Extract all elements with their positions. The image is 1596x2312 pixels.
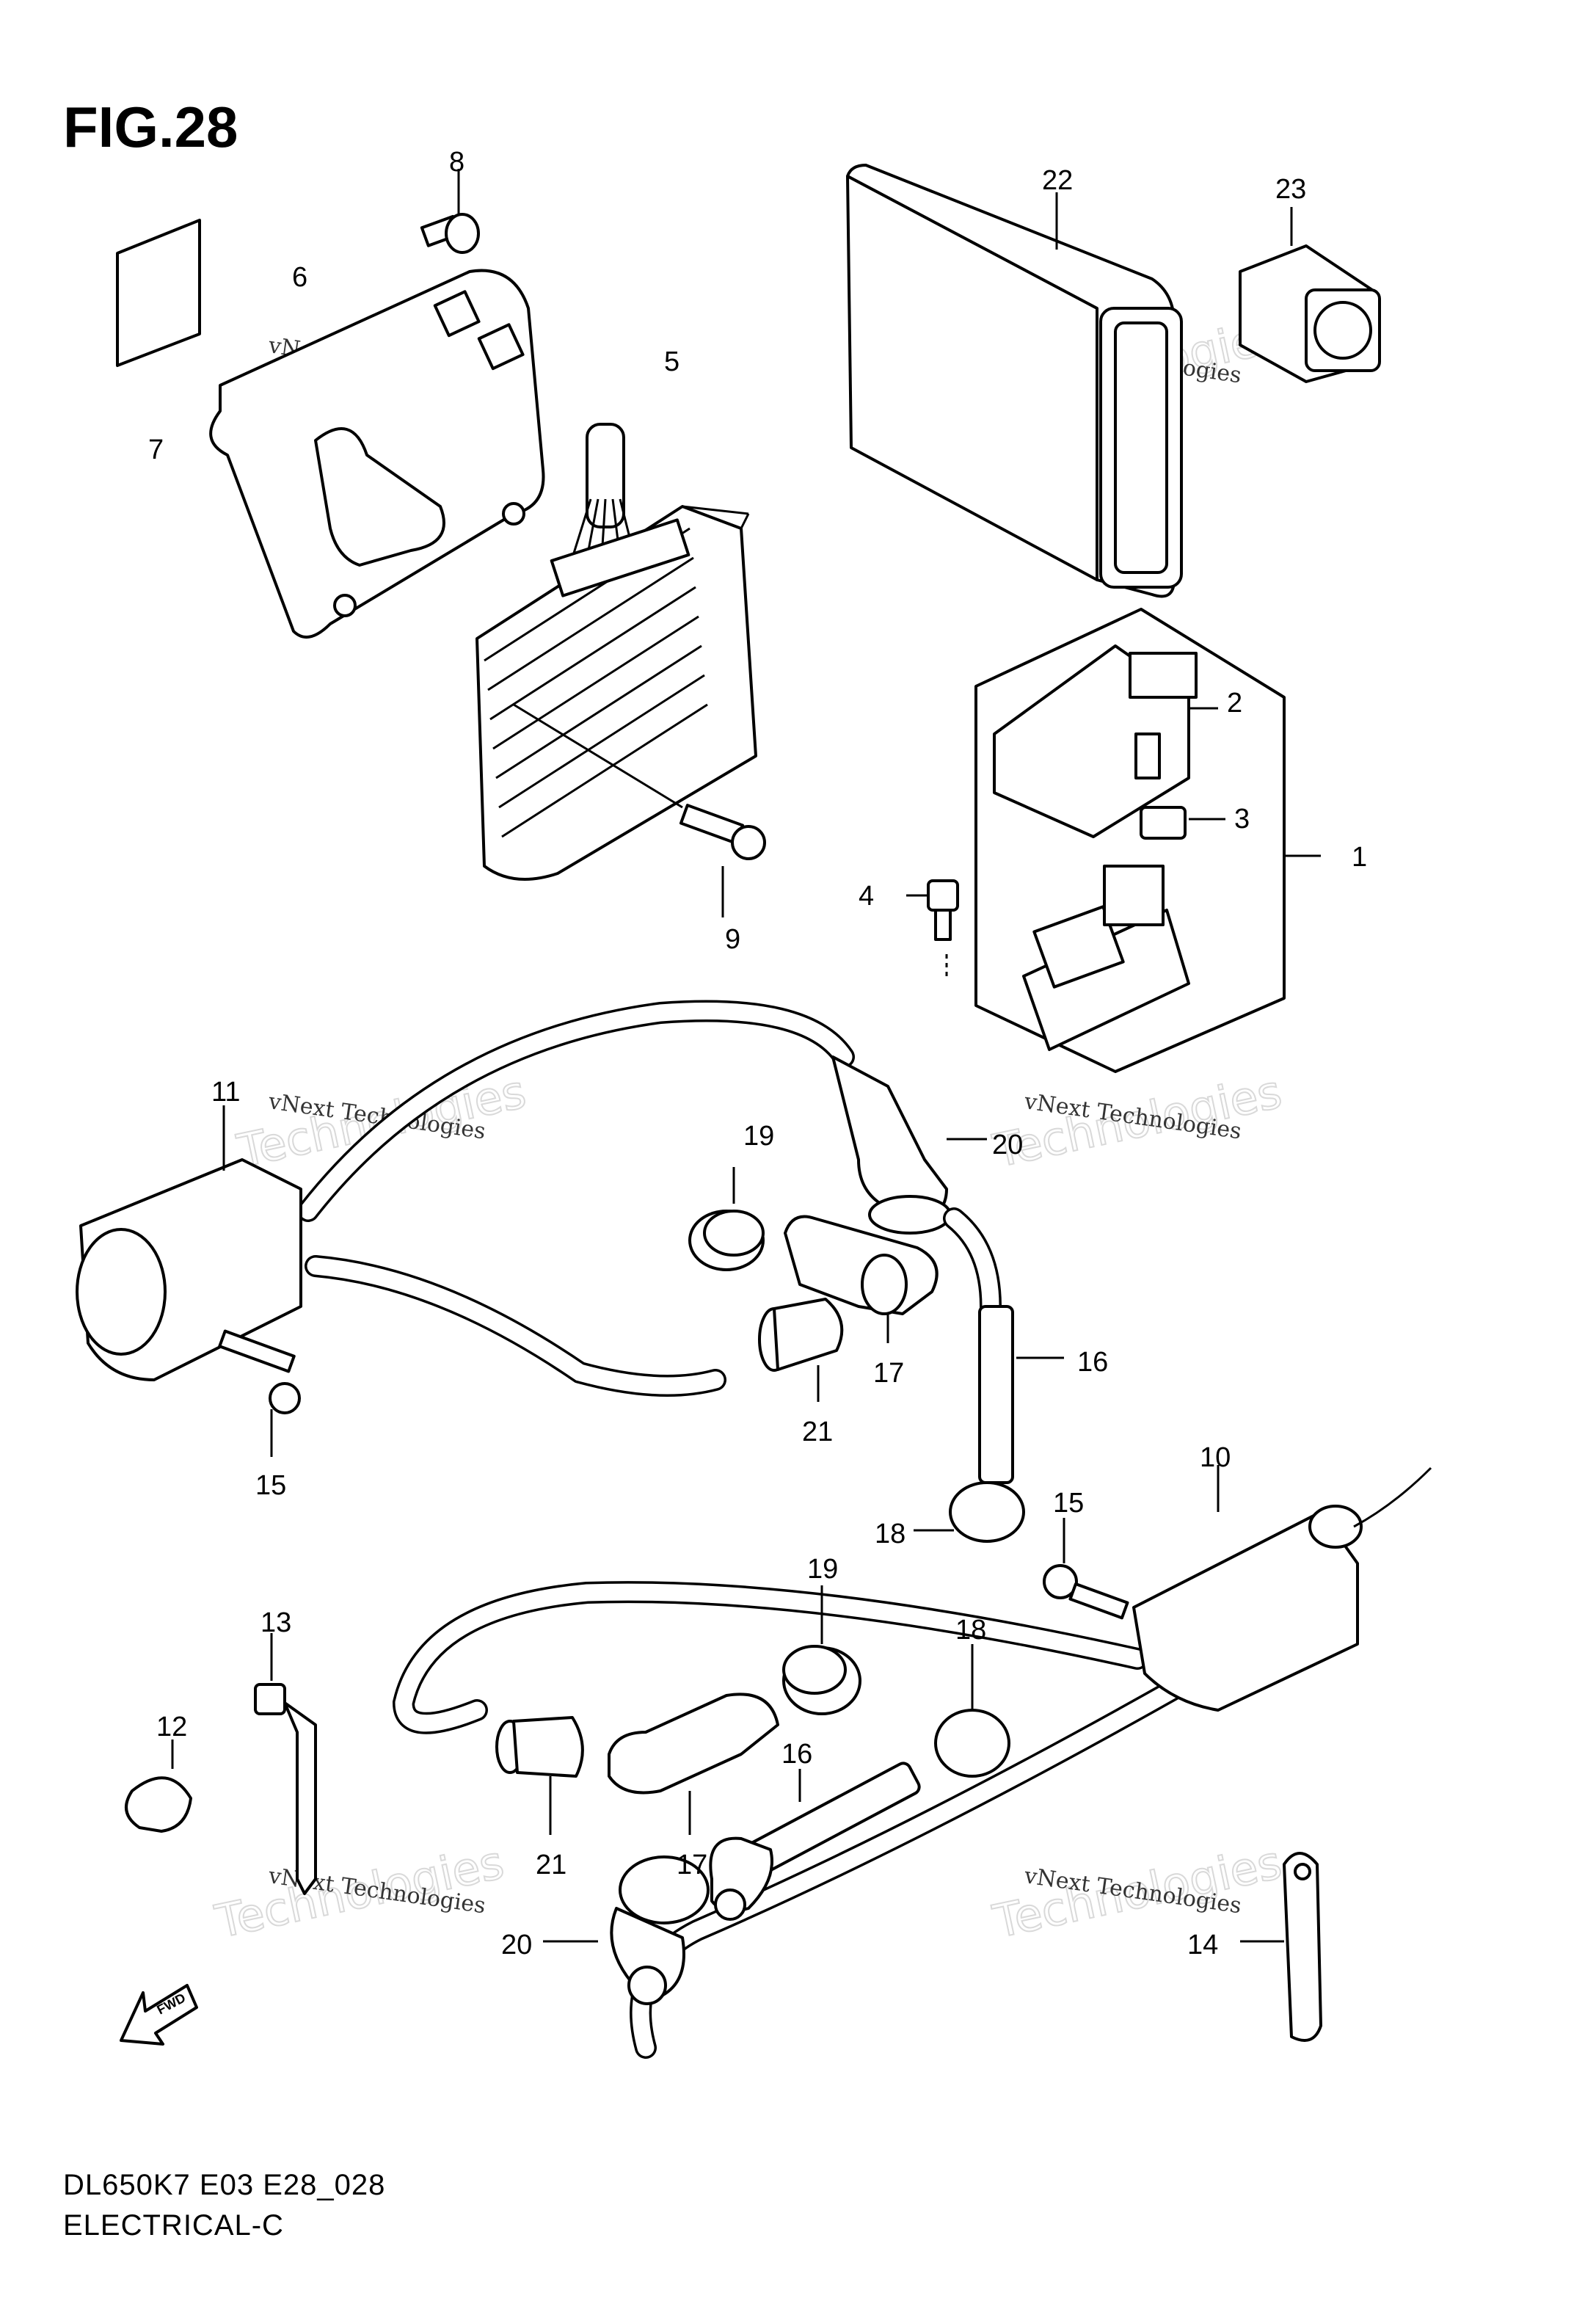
part-12-clamp: [125, 1740, 192, 1833]
part-22-ecm: [846, 164, 1183, 598]
callout-21-lower: 21: [536, 1850, 566, 1880]
part-5-regulator: [475, 423, 757, 881]
callout-numbers: 1 2 3 4 5 6 7 8 9 10 11 12 13 14 15 15 1…: [148, 147, 1367, 1960]
part-23-connector: [1239, 207, 1381, 383]
callout-19-lower: 19: [807, 1554, 838, 1585]
callout-1: 1: [1352, 842, 1367, 873]
part-18-cap-upper: [914, 1481, 1025, 1543]
part-21-seal-upper: [758, 1298, 844, 1402]
callout-9: 9: [725, 924, 740, 955]
callout-22: 22: [1042, 165, 1073, 196]
part-19-grommet-upper: [688, 1167, 765, 1271]
part-14-strap: [1240, 1852, 1322, 2042]
callout-16-lower: 16: [781, 1739, 812, 1770]
part-17-boot-lower: [608, 1693, 779, 1835]
callout-17-lower: 17: [677, 1850, 707, 1880]
callout-5: 5: [664, 346, 679, 377]
callout-16-upper: 16: [1077, 1347, 1108, 1378]
part-21-seal-lower: [495, 1716, 584, 1835]
part-17-boot-upper: [784, 1215, 939, 1343]
callout-4: 4: [859, 881, 874, 912]
callout-7: 7: [148, 435, 164, 465]
callout-12: 12: [156, 1712, 187, 1742]
callout-6: 6: [292, 262, 307, 293]
callout-21-upper: 21: [802, 1417, 833, 1447]
section-name: ELECTRICAL-C: [63, 2209, 284, 2242]
callout-11: 11: [211, 1077, 240, 1108]
part-15-bolt-upper: [218, 1329, 301, 1457]
part-18-cap-lower: [934, 1644, 1010, 1778]
part-19-grommet-lower: [782, 1585, 861, 1715]
callout-18-upper: 18: [875, 1519, 906, 1549]
fwd-arrow-icon: FWD: [120, 1984, 198, 2046]
part-16-cord-upper: [943, 1207, 1064, 1486]
callout-18-lower: 18: [955, 1615, 986, 1646]
figure-title: FIG.28: [63, 95, 238, 159]
callout-10: 10: [1200, 1442, 1231, 1473]
callout-23: 23: [1275, 174, 1306, 205]
callout-13: 13: [260, 1607, 291, 1638]
part-11-ignition-coil: [76, 1105, 302, 1381]
callout-20-lower: 20: [501, 1930, 532, 1960]
callout-15-upper: 15: [255, 1470, 286, 1501]
part-6-bracket: [209, 269, 545, 639]
part-13-cable-tie: [254, 1633, 317, 1895]
part-15-bolt-lower: [1043, 1518, 1129, 1620]
harness-upper: [297, 1000, 855, 1397]
callout-3: 3: [1234, 804, 1250, 835]
callout-14: 14: [1187, 1930, 1218, 1960]
part-16-cord-lower: [709, 1762, 921, 1921]
part-1-relay-assembly: [906, 608, 1321, 1073]
part-8-screw: [420, 169, 480, 254]
model-code: DL650K7 E03 E28_028: [63, 2169, 386, 2201]
callout-15-lower: 15: [1053, 1488, 1084, 1519]
part-20-plug-cap-lower: [543, 1855, 710, 2005]
part-9-screw: [513, 703, 766, 917]
callout-8: 8: [449, 147, 464, 178]
callout-20-upper: 20: [992, 1130, 1023, 1160]
callout-17-upper: 17: [873, 1358, 904, 1389]
part-7-label: [116, 219, 201, 367]
part-10-ignition-coil: [1132, 1465, 1432, 1712]
part-20-plug-cap-upper: [831, 1055, 987, 1235]
callout-2: 2: [1227, 688, 1242, 719]
callout-19-upper: 19: [743, 1121, 774, 1152]
